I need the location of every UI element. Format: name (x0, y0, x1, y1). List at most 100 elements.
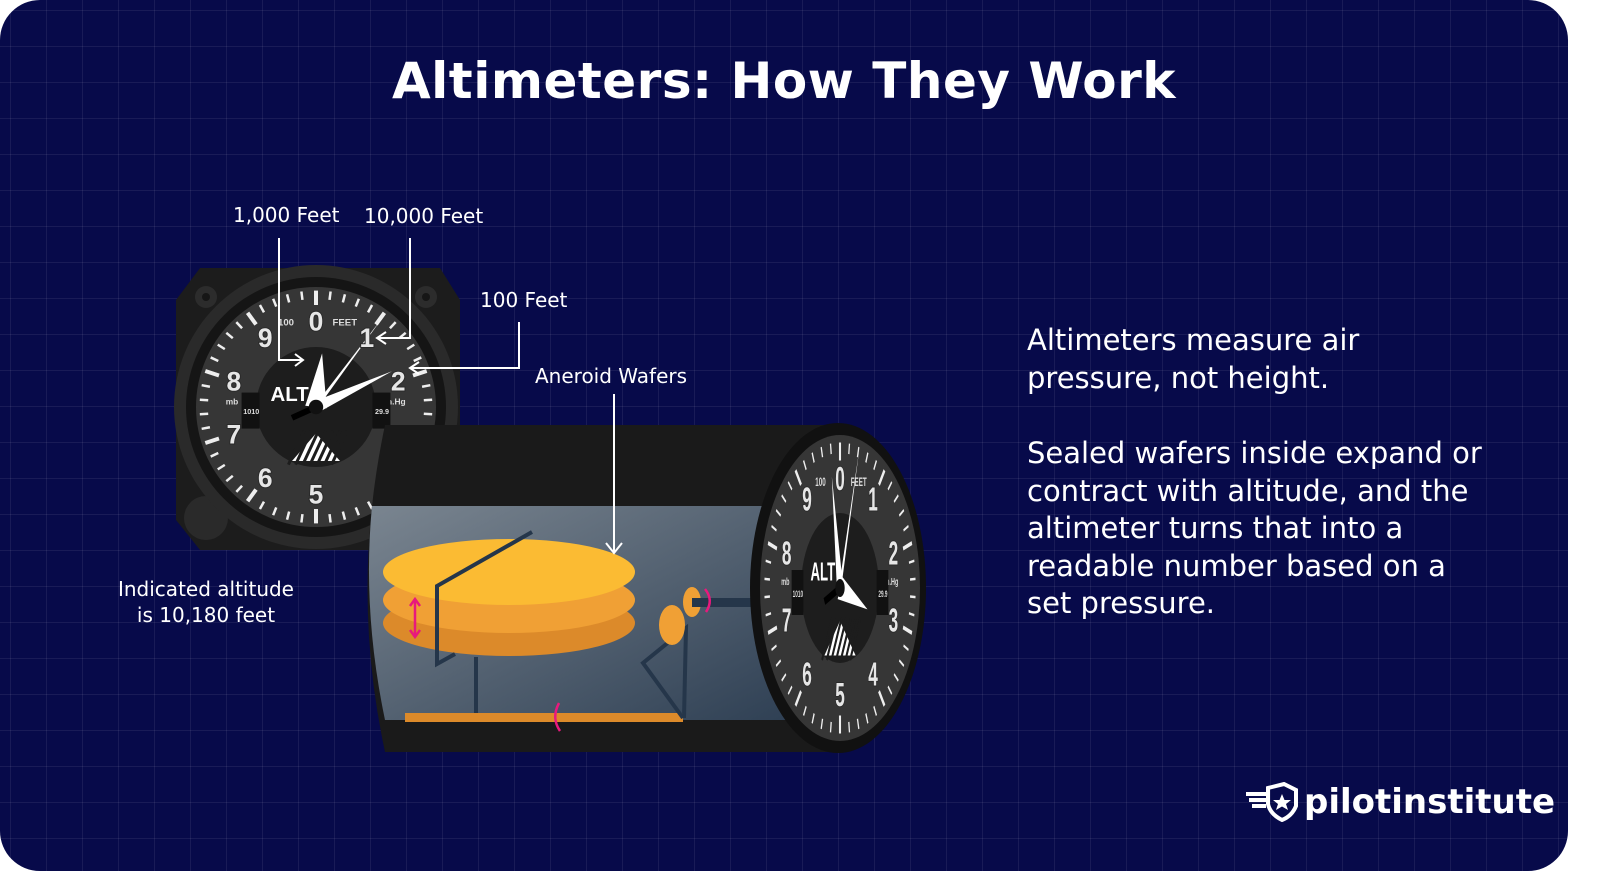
dial-number: 8 (226, 366, 241, 396)
sector-arm (640, 623, 689, 720)
dial-tick (910, 577, 916, 581)
dial-tick (893, 673, 899, 682)
dial-number: 7 (226, 420, 241, 450)
dial-tick (374, 311, 387, 326)
dial-tick (201, 426, 211, 431)
motion-arrows (408, 588, 711, 732)
dial-tick (366, 501, 374, 510)
dial-tick (878, 689, 886, 707)
hundred-feet-pointer (831, 476, 844, 589)
dial-tick (848, 443, 851, 455)
dial-tick (354, 506, 361, 516)
pilotinstitute-logo: pilotinstitute (1246, 782, 1555, 822)
dial-tick (765, 559, 772, 564)
dial-tick (204, 369, 220, 378)
dial-tick (878, 469, 886, 487)
dial-tick (328, 291, 332, 301)
dial-tick (802, 459, 807, 471)
dial-tick (204, 436, 220, 445)
flag-stripe (287, 430, 306, 466)
dial-inhg-label: in.Hg (385, 397, 406, 407)
flag-stripe (330, 430, 349, 466)
expand-arrow-icon (408, 596, 422, 640)
flag-stripe (844, 617, 857, 661)
dial-number: 3 (889, 601, 899, 639)
dial-mb-value: 1010 (793, 589, 803, 599)
indicated-altitude-caption: Indicated altitude is 10,180 feet (96, 576, 316, 628)
dial-tick (210, 356, 219, 363)
dial-tick (271, 298, 278, 308)
dial-number: 8 (782, 535, 792, 573)
dial-tick (201, 383, 211, 388)
dial-tick (225, 474, 234, 483)
dial-tick (829, 443, 832, 455)
caption-line: Indicated altitude (117, 577, 294, 601)
dial-tick (210, 451, 219, 458)
sector-gear (659, 605, 685, 645)
dial-alt-label: ALT (810, 559, 835, 587)
dial-mb-value: 1010 (243, 407, 259, 416)
dial-number: 5 (835, 676, 845, 714)
dial-tick (887, 685, 893, 695)
callout-100ft (408, 322, 520, 375)
dial-inhg-value: 29.9 (375, 407, 389, 416)
dial-tick (794, 469, 802, 487)
dial-tick (406, 343, 415, 351)
label-1000-feet: 1,000 Feet (233, 203, 340, 227)
dial-tick (341, 293, 347, 303)
dial-tick (423, 398, 433, 402)
callout-10000ft (375, 238, 411, 345)
dial-number: 1 (868, 481, 878, 519)
dial-number: 5 (309, 479, 324, 509)
dial-tick (765, 612, 772, 617)
dial-100-label: 100 (815, 476, 825, 490)
pointer-shaft (692, 598, 772, 607)
dial-tick (856, 446, 860, 458)
dial-tick (856, 718, 860, 730)
label-100-feet: 100 Feet (480, 288, 568, 312)
low-altitude-flag (287, 430, 349, 466)
dial-number: 2 (391, 366, 406, 396)
dial-tick (802, 705, 807, 717)
dial-tick (199, 398, 209, 402)
dial-feet-label: FEET (333, 317, 358, 328)
dial-inhg-value: 29.9 (878, 589, 887, 599)
dial-number: 0 (309, 307, 324, 337)
dial-tick (767, 541, 778, 551)
dial-number: 6 (802, 655, 812, 693)
dial-tick (258, 501, 266, 510)
flag-stripe (849, 617, 862, 661)
dial-tick (199, 412, 209, 416)
screw-icon (202, 293, 210, 301)
dial-tick (865, 452, 869, 463)
flag-stripe (830, 617, 843, 661)
flag-stripe (308, 430, 327, 466)
dial-tick (775, 659, 782, 668)
pointer-hub (835, 579, 845, 597)
page-title: Altimeters: How They Work (391, 52, 1177, 110)
dial-tick (300, 513, 304, 523)
dial-tick (366, 304, 374, 313)
dial-tick (903, 524, 909, 532)
dial-tick (217, 463, 226, 471)
flag-stripe (323, 430, 342, 466)
dial-tick (829, 721, 832, 733)
dial-tick (354, 298, 361, 308)
dial-number: 6 (258, 463, 273, 493)
dial-tick (865, 713, 869, 724)
dial-tick (300, 291, 304, 301)
explanation-text: Altimeters measure air pressure, not hei… (1027, 322, 1497, 661)
flag-stripe (821, 617, 834, 661)
dial-tick (787, 481, 793, 491)
dial-tick (898, 659, 905, 668)
explanation-paragraph: Altimeters measure air pressure, not hei… (1027, 323, 1360, 395)
kollsman-window-mb (241, 392, 260, 429)
callout-lines (278, 238, 623, 555)
dial-tick (902, 541, 913, 551)
caption-line: is 10,180 feet (136, 603, 276, 627)
dial-feet-label: FEET (851, 476, 867, 490)
